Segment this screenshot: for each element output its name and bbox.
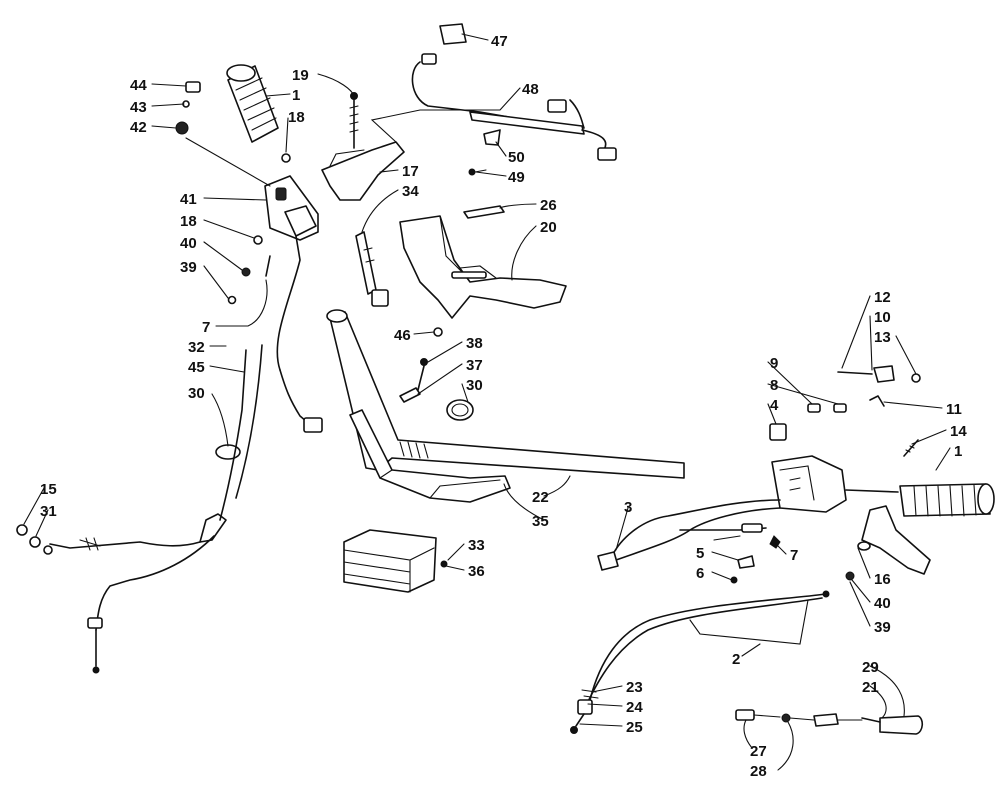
callout-label: 8 xyxy=(770,377,778,394)
handlebar xyxy=(326,309,685,503)
callout-label: 34 xyxy=(402,183,419,200)
right-control-housing xyxy=(769,403,899,513)
brake-cable xyxy=(49,513,227,674)
clamp-30-left xyxy=(215,444,241,460)
callout-label: 43 xyxy=(130,99,147,116)
clamp-30 xyxy=(446,399,474,421)
callout-label: 37 xyxy=(466,357,483,374)
callout-label: 1 xyxy=(954,443,962,460)
callout-label: 9 xyxy=(770,355,778,372)
control-module xyxy=(343,529,448,593)
right-grip xyxy=(899,483,995,517)
callout-label: 40 xyxy=(874,595,891,612)
pad-26 xyxy=(463,205,505,219)
nut-46 xyxy=(433,327,443,337)
callout-label: 4 xyxy=(770,397,779,414)
callout-label: 29 xyxy=(862,659,879,676)
wire-harness-connector xyxy=(411,23,617,161)
callout-label: 3 xyxy=(624,499,632,516)
cable-end-15-31 xyxy=(16,524,53,555)
callout-label: 30 xyxy=(466,377,483,394)
callout-label: 36 xyxy=(468,563,485,580)
callout-label: 10 xyxy=(874,309,891,326)
mount-plate xyxy=(399,358,428,403)
callout-label: 39 xyxy=(180,259,197,276)
callout-label: 12 xyxy=(874,289,891,306)
callout-label: 35 xyxy=(532,513,549,530)
callout-label: 2 xyxy=(732,651,740,668)
callout-label: 6 xyxy=(696,565,704,582)
callout-label: 44 xyxy=(130,77,147,94)
callout-label: 11 xyxy=(946,401,962,418)
bolt-19 xyxy=(349,92,359,149)
callout-label: 45 xyxy=(188,359,205,376)
callout-label: 32 xyxy=(188,339,205,356)
callout-label: 33 xyxy=(468,537,485,554)
throttle-cable-left xyxy=(219,344,323,521)
callout-label: 26 xyxy=(540,197,557,214)
callout-label: 24 xyxy=(626,699,643,716)
switch-42-43-44 xyxy=(175,81,271,187)
callout-label: 16 xyxy=(874,571,891,588)
left-grip xyxy=(226,64,279,143)
callout-label: 49 xyxy=(508,169,525,186)
callout-label: 20 xyxy=(540,219,557,236)
callout-label: 42 xyxy=(130,119,147,136)
handlebar-pad xyxy=(399,215,567,319)
callout-label: 46 xyxy=(394,327,411,344)
clip-5-6 xyxy=(730,535,781,584)
throttle-lever-bracket xyxy=(321,141,405,201)
hardware-left xyxy=(227,153,291,305)
callout-label: 31 xyxy=(40,503,57,520)
mirror-bracket xyxy=(837,365,921,407)
callout-label: 47 xyxy=(491,33,508,50)
callout-label: 7 xyxy=(790,547,798,564)
callout-label: 27 xyxy=(750,743,767,760)
callout-label: 39 xyxy=(874,619,891,636)
callout-label: 28 xyxy=(750,763,767,780)
callout-label: 25 xyxy=(626,719,643,736)
callout-label: 5 xyxy=(696,545,704,562)
callout-label: 38 xyxy=(466,335,483,352)
callout-label: 50 xyxy=(508,149,525,166)
left-throttle-housing xyxy=(264,175,319,371)
callout-label: 40 xyxy=(180,235,197,252)
leader-lines xyxy=(23,33,951,771)
callout-label: 1 xyxy=(292,87,300,104)
throttle-cable-end-parts xyxy=(735,709,924,735)
kill-switch-lead xyxy=(355,231,389,307)
callout-label: 21 xyxy=(862,679,879,696)
callout-label: 15 xyxy=(40,481,57,498)
callout-label: 48 xyxy=(522,81,539,98)
callout-label: 14 xyxy=(950,423,967,440)
callout-label: 22 xyxy=(532,489,549,506)
callout-label: 41 xyxy=(180,191,197,208)
throttle-switch-lead xyxy=(597,499,781,571)
throttle-cable-right xyxy=(570,590,830,734)
callout-label: 18 xyxy=(180,213,197,230)
callout-label: 17 xyxy=(402,163,419,180)
callout-labels: 47 48 44 43 42 19 1 18 17 50 49 34 41 18… xyxy=(40,33,967,780)
throttle-lever xyxy=(845,505,931,581)
mount-plate-2 xyxy=(689,535,809,645)
callout-label: 30 xyxy=(188,385,205,402)
callout-label: 7 xyxy=(202,319,210,336)
callout-label: 23 xyxy=(626,679,643,696)
clip-50 xyxy=(468,129,501,176)
callout-label: 18 xyxy=(288,109,305,126)
callout-label: 19 xyxy=(292,67,309,84)
callout-label: 13 xyxy=(874,329,891,346)
part-drawings xyxy=(16,23,995,735)
